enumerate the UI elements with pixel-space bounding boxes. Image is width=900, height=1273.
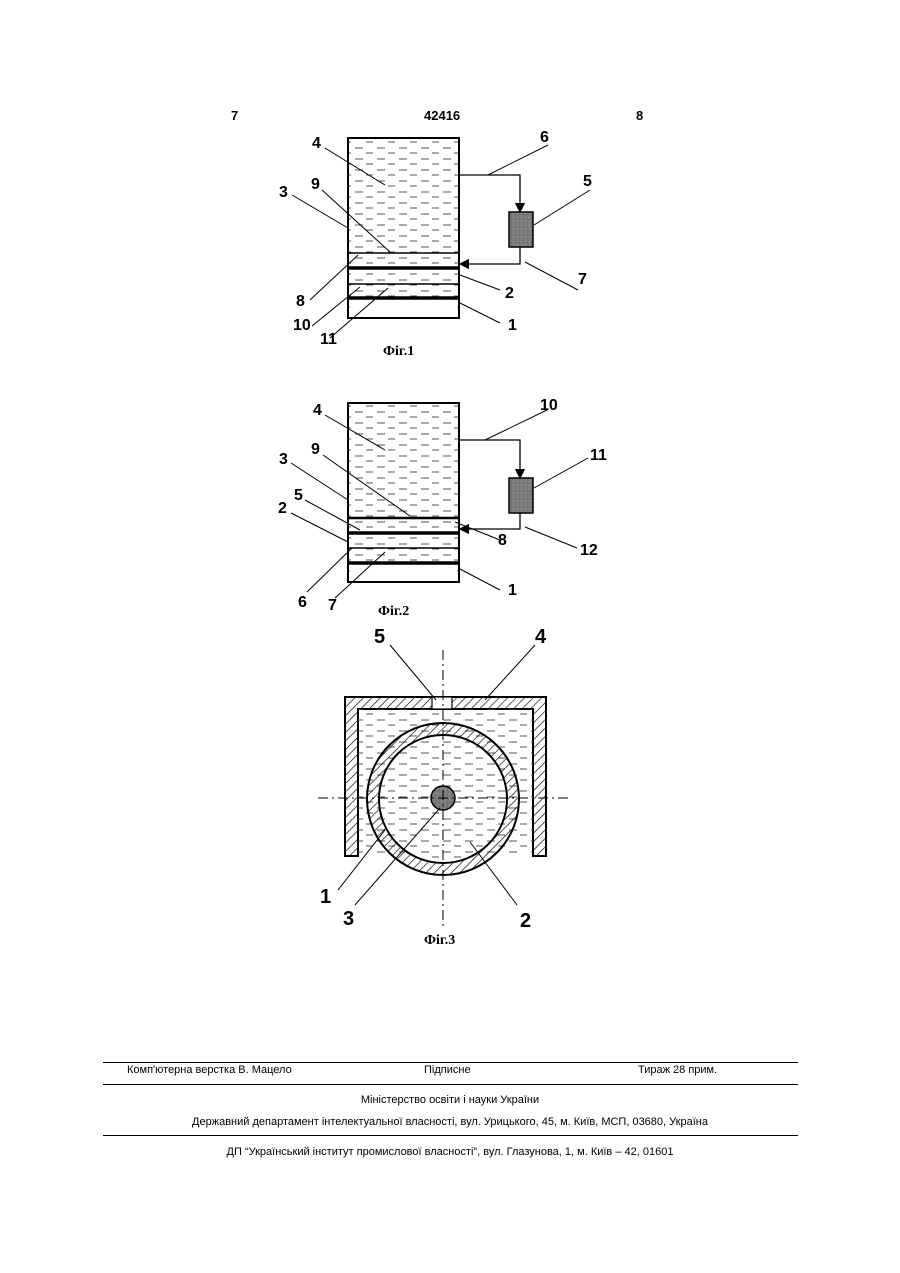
patent-drawings: 4 3 9 6 5 7 8 2 10 1 11 Фіг.1 [0,0,900,1000]
fig3-caption: Фіг.3 [424,933,455,948]
fig3-label-3: 3 [343,908,354,930]
fig1-caption: Фіг.1 [383,344,414,359]
footer-rule-middle [103,1084,798,1085]
fig1-label-9: 9 [311,176,320,193]
fig1-label-8: 8 [296,293,305,310]
fig1-label-1: 1 [508,317,517,334]
fig2-label-3: 3 [279,451,288,468]
fig2-label-5: 5 [294,487,303,504]
department-address: Державний департамент інтелектуальної вл… [0,1116,900,1128]
signed-note: Підписне [424,1064,471,1076]
figure-3: 5 4 1 3 2 Фіг.3 [318,626,570,948]
fig2-label-2: 2 [278,500,287,517]
fig1-container [348,138,459,318]
fig2-label-12: 12 [580,542,598,559]
fig2-label-1: 1 [508,582,517,599]
fig2-label-7: 7 [328,597,337,614]
circulation-note: Тираж 28 прим. [638,1064,717,1076]
fig1-label-5: 5 [583,173,592,190]
fig1-lead-6 [459,175,520,212]
ministry-line: Міністерство освіти і науки України [0,1094,900,1106]
fig1-label-2: 2 [505,285,514,302]
fig3-label-5: 5 [374,626,385,648]
fig1-label-4: 4 [312,135,321,152]
fig2-caption: Фіг.2 [378,604,409,619]
fig2-lead-12 [460,513,520,529]
fig1-label-11: 11 [320,331,337,348]
fig2-label-11: 11 [590,447,607,464]
fig2-label-4: 4 [313,402,322,419]
fig2-label-9: 9 [311,441,320,458]
footer-rule-top [103,1062,798,1063]
fig1-label-6: 6 [540,129,549,146]
fig2-label-6: 6 [298,594,307,611]
fig2-label-10: 10 [540,397,558,414]
footer-rule-bottom [103,1135,798,1136]
typesetting-credit: Комп'ютерна верстка В. Мацело [127,1064,292,1076]
fig1-base [350,300,457,316]
fig3-label-2: 2 [520,910,531,932]
fig1-label-10: 10 [293,317,311,334]
fig1-device-5 [509,212,533,247]
figure-1: 4 3 9 6 5 7 8 2 10 1 11 Фіг.1 [279,129,592,359]
fig1-label-3: 3 [279,184,288,201]
institute-address: ДП “Український інститут промислової вла… [0,1146,900,1158]
fig2-base [350,565,457,580]
fig1-lead-7 [460,247,520,264]
fig2-lead-10 [459,440,520,478]
figure-2: 4 9 3 5 2 10 11 8 12 6 7 1 Фіг.2 [278,397,607,619]
fig2-container [348,403,459,582]
fig2-device-11 [509,478,533,513]
fig3-label-4: 4 [535,626,547,648]
fig1-label-7: 7 [578,271,587,288]
fig2-label-8: 8 [498,532,507,549]
fig3-label-1: 1 [320,886,331,908]
